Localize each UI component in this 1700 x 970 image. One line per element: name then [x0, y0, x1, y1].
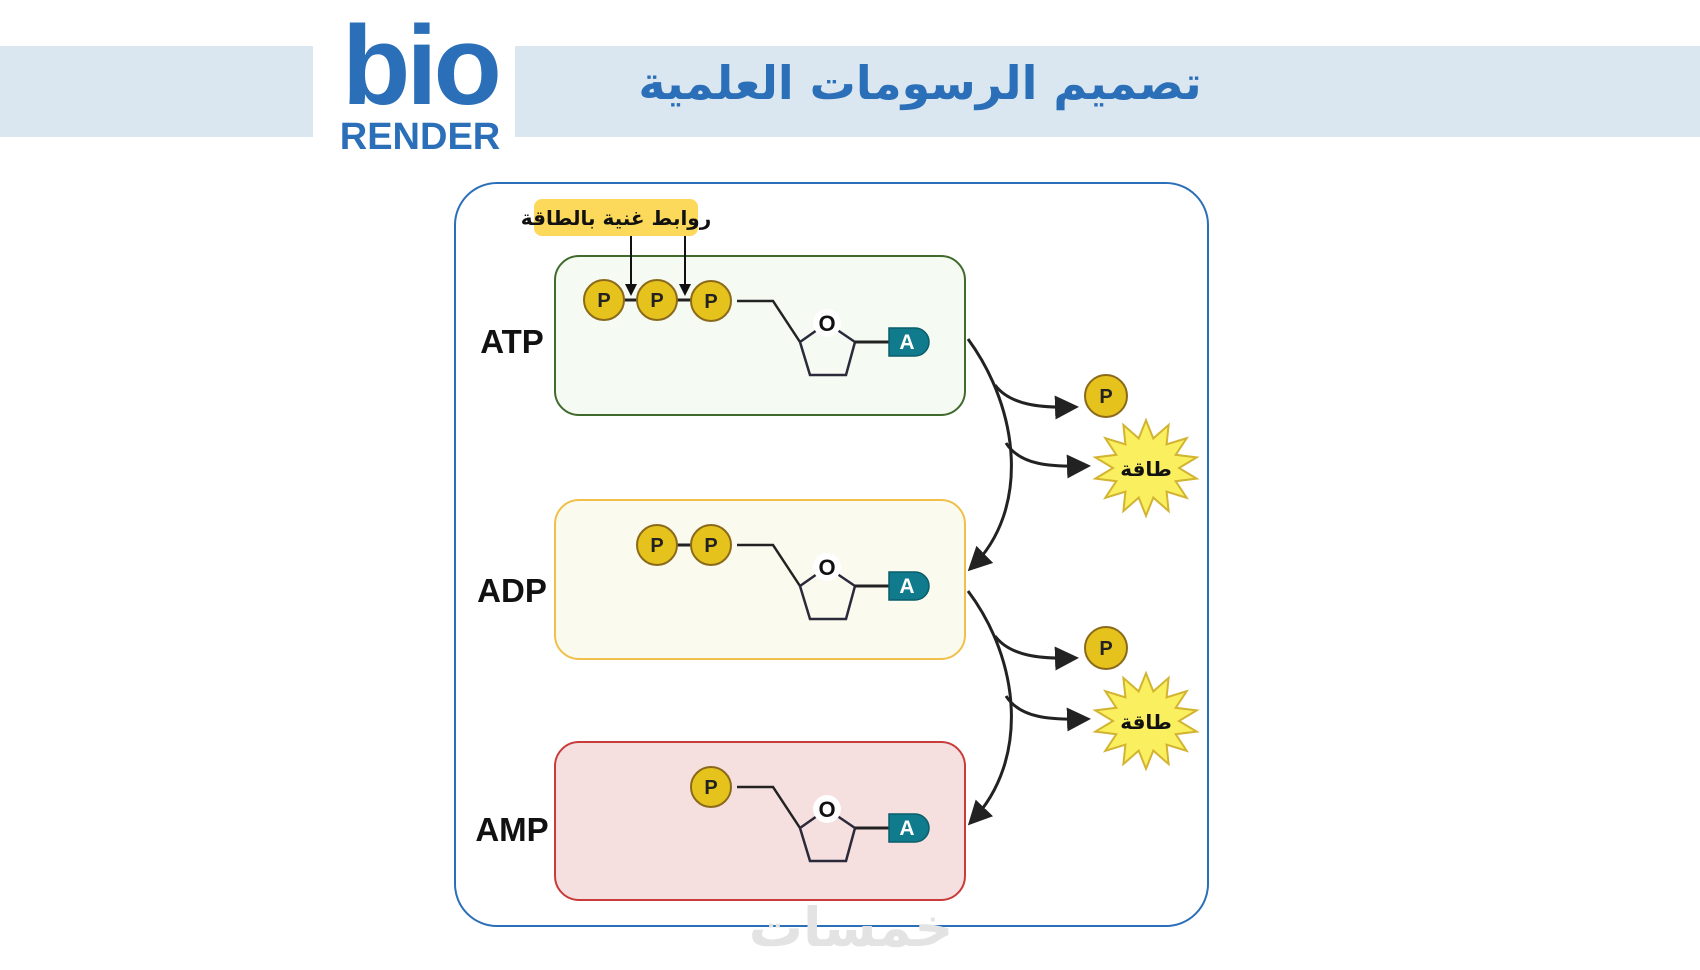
phosphate-icon: P: [690, 280, 732, 322]
ring-oxygen: O: [818, 311, 835, 336]
svg-text:P: P: [704, 291, 717, 313]
released-phosphate-icon: P: [1084, 374, 1128, 418]
reaction-arrow-adp-amp: [966, 590, 1091, 826]
svg-text:طاقة: طاقة: [1120, 457, 1172, 481]
amp-box: P O A: [554, 741, 966, 901]
svg-text:P: P: [597, 290, 610, 312]
logo-render: RENDER: [339, 116, 501, 158]
released-phosphate-icon: P: [1084, 626, 1128, 670]
energy-burst-icon: طاقة: [1092, 670, 1200, 772]
phosphate-icon: P: [636, 279, 678, 321]
adp-box: P P O A: [554, 499, 966, 660]
ring-oxygen: O: [818, 797, 835, 822]
phosphate-icon: P: [636, 524, 678, 566]
svg-text:P: P: [704, 777, 717, 799]
phosphate-icon: P: [583, 279, 625, 321]
reaction-arrow-atp-adp: [966, 338, 1091, 572]
svg-text:طاقة: طاقة: [1120, 710, 1172, 734]
adenine-label: A: [899, 817, 914, 840]
callout-text: روابط غنية بالطاقة: [521, 206, 712, 230]
header-band-right: [515, 46, 1700, 137]
svg-text:P: P: [704, 535, 717, 557]
watermark: خمسات: [749, 896, 954, 959]
phosphate-icon: P: [690, 524, 732, 566]
logo-bio: bio: [342, 3, 502, 128]
callout-box: [534, 199, 698, 236]
svg-text:P: P: [650, 535, 663, 557]
atp-box: P P P O A: [554, 236, 966, 416]
amp-label: AMP: [475, 811, 548, 848]
svg-text:P: P: [1099, 638, 1112, 660]
svg-text:P: P: [1099, 386, 1112, 408]
adenine-label: A: [899, 331, 914, 354]
atp-label: ATP: [480, 323, 544, 360]
page-title: تصميم الرسومات العلمية: [638, 56, 1202, 110]
svg-text:P: P: [650, 290, 663, 312]
adenine-label: A: [899, 575, 914, 598]
energy-burst-icon: طاقة: [1092, 417, 1200, 519]
biorender-logo: bio RENDER: [338, 3, 502, 158]
adp-label: ADP: [477, 572, 547, 609]
phosphate-icon: P: [690, 766, 732, 808]
header-band-left: [0, 46, 313, 137]
ring-oxygen: O: [818, 555, 835, 580]
